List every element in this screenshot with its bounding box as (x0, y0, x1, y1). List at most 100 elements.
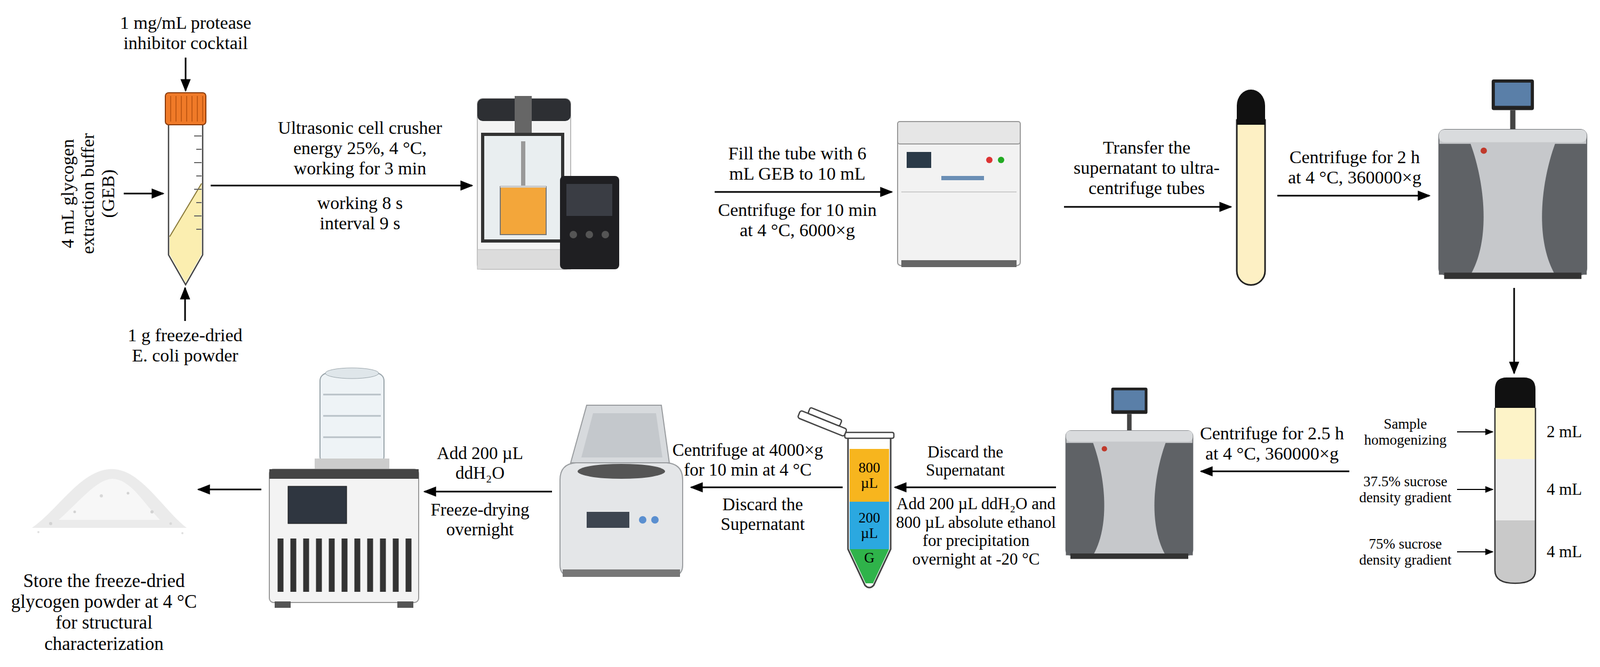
glycogen-powder-part (181, 532, 184, 535)
step-label: Ultrasonic cell crusher energy 25%, 4 °C… (264, 117, 456, 179)
eppendorf-tube-part (844, 432, 894, 439)
gradient-tube-part (1494, 520, 1536, 584)
conical-tube-part (169, 183, 202, 283)
freeze-dryer-part (269, 469, 419, 479)
flow-arrows-part (424, 491, 552, 493)
microcentrifuge-part (560, 462, 683, 576)
ultrasonic-cell-crusher-part (477, 249, 571, 270)
step-label: Fill the tube with 6 mL GEB to 10 mL (717, 143, 878, 184)
glycogen-powder-part (37, 531, 40, 534)
conical-tube-part (165, 92, 206, 125)
flow-arrows-part (1513, 288, 1516, 374)
leader-arrows-part (1457, 489, 1493, 491)
layer-label: 37.5% sucrose density gradient (1357, 473, 1454, 506)
caption: Store the freeze-dried glycogen powder a… (5, 570, 203, 655)
floor-centrifuge-part (901, 260, 1017, 268)
ultracentrifuge-tube-part (1236, 89, 1266, 125)
microcentrifuge-part (651, 516, 659, 524)
ultracentrifuge (1438, 79, 1587, 279)
glycogen-powder (32, 469, 187, 535)
step-label: Centrifuge for 2.5 h at 4 °C, 360000×g (1192, 423, 1352, 464)
conical-tube (165, 92, 206, 285)
eppendorf-tube-part (797, 404, 850, 437)
glycogen-powder-part (32, 469, 187, 528)
floor-centrifuge-part (906, 152, 932, 168)
step-label: Centrifuge at 4000×g for 10 min at 4 °C (659, 440, 836, 480)
volume-text: G (864, 550, 875, 566)
microcentrifuge (560, 405, 683, 578)
step-label: Add 200 µL ddH₂O (429, 443, 531, 484)
layer-label: Sample homogenizing (1357, 416, 1454, 448)
microcentrifuge-part (570, 405, 670, 463)
flow-arrows-part (1064, 206, 1231, 208)
volume-text: 800 µL (854, 460, 885, 491)
floor-centrifuge-part (941, 176, 984, 181)
input-label: 1 mg/mL protease inhibitor cocktail (73, 12, 298, 54)
glycogen-powder-part (99, 494, 103, 498)
volume-text: 200 µL (854, 510, 885, 541)
flow-arrows-part (185, 57, 187, 91)
conical-tube-part (168, 124, 203, 285)
step-label: Add 200 µL ddH₂O and 800 µL absolute eth… (896, 494, 1056, 570)
layer-label: 75% sucrose density gradient (1357, 536, 1454, 568)
glycogen-powder-part (58, 478, 160, 520)
volume-label: 4 mL (1546, 480, 1582, 500)
floor-centrifuge-part (897, 133, 1021, 266)
glycogen-powder-part (49, 522, 53, 526)
leader-arrows-part (1457, 551, 1493, 553)
gradient-tube-part (1494, 408, 1536, 584)
floor-centrifuge-part (997, 156, 1005, 164)
volume-label: 4 mL (1546, 542, 1582, 562)
gradient-tube-part (1494, 408, 1536, 460)
conical-tube-part (170, 96, 203, 122)
step-label: working 8 s interval 9 s (306, 193, 414, 234)
freeze-dryer-part (274, 601, 291, 608)
glycogen-powder-part (73, 510, 77, 514)
flow-arrows-part (1201, 470, 1350, 473)
ultracentrifuge-part (1438, 79, 1587, 279)
freeze-dryer-part (269, 469, 419, 603)
ultracentrifuge-tube-part (1236, 120, 1266, 286)
step-label: Discard the Supernatant (908, 443, 1023, 480)
eppendorf-tube-part (848, 436, 891, 588)
ultrasonic-cell-crusher-part (601, 230, 610, 239)
ultracentrifuge-part (1066, 387, 1194, 559)
floor-centrifuge-part (986, 156, 993, 164)
microcentrifuge-part (577, 464, 666, 479)
step-label: Freeze-drying overnight (418, 500, 542, 540)
tube-tip-layer: G (849, 549, 890, 584)
flow-arrows-part (123, 193, 164, 195)
ultrasonic-cell-crusher-part (560, 176, 620, 270)
freeze-dryer-part (325, 368, 379, 379)
freeze-dryer (269, 368, 419, 608)
eppendorf-tube (797, 404, 894, 588)
flow-arrows-part (184, 288, 187, 322)
ultrasonic-cell-crusher (477, 96, 620, 270)
tube-tip-shape (849, 549, 890, 584)
ultrasonic-cell-crusher-part (482, 134, 563, 242)
step-label: Discard the Supernatant (705, 494, 821, 535)
volume-label: 2 mL (1546, 422, 1582, 442)
glycogen-powder-part (169, 522, 173, 526)
flow-arrows-part (198, 489, 262, 491)
microcentrifuge-part (581, 413, 663, 458)
leader-arrows-part (1457, 431, 1493, 433)
freeze-dryer-part (288, 486, 347, 524)
microcentrifuge-part (586, 512, 630, 528)
input-label: 4 mL glycogen extraction buffer (GEB) (57, 126, 119, 261)
input-label: 1 g freeze-dried E. coli powder (121, 325, 250, 366)
step-label: Centrifuge for 2 h at 4 °C, 360000×g (1277, 147, 1432, 188)
microcentrifuge-part (638, 516, 647, 524)
ultracentrifuge (1066, 387, 1194, 559)
gradient-tube-part (1494, 377, 1536, 408)
conical-tube-part (194, 136, 202, 230)
step-label: Centrifuge for 10 min at 4 °C, 6000×g (712, 200, 883, 241)
freeze-dryer-part (397, 601, 414, 608)
step-label: Transfer the supernatant to ultra-centri… (1064, 137, 1230, 199)
liquid-layer: 200 µL (849, 501, 890, 550)
eppendorf-tube-part-part (808, 407, 843, 427)
floor-centrifuge-part (897, 121, 1021, 144)
flow-arrows-part (1277, 195, 1430, 197)
